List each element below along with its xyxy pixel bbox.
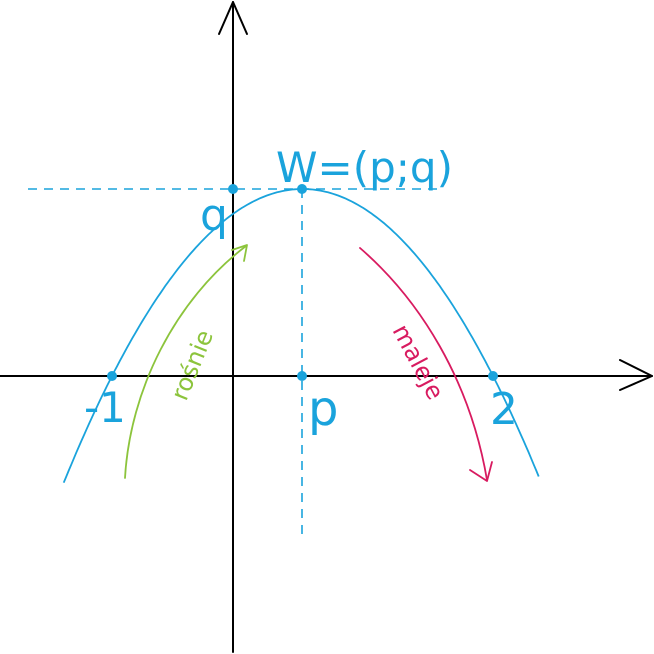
q-point — [228, 184, 238, 194]
x-axis-arrow — [619, 359, 653, 391]
root-right-point — [488, 371, 498, 381]
root-right-label: 2 — [490, 384, 518, 435]
vertex-point — [297, 184, 307, 194]
y-axis-arrow — [218, 1, 248, 35]
decreasing-arrow — [359, 247, 493, 482]
decreasing-label: maleje — [387, 320, 450, 405]
increasing-arrow — [124, 244, 248, 479]
vertex-label: W=(p;q) — [276, 143, 453, 192]
q-label: q — [200, 190, 228, 241]
increasing-label: rośnie — [166, 326, 219, 404]
points — [107, 184, 498, 381]
guide-lines — [28, 188, 440, 535]
root-left-point — [107, 371, 117, 381]
p-label: p — [308, 381, 338, 437]
p-point — [297, 371, 307, 381]
root-left-label: -1 — [84, 383, 126, 432]
